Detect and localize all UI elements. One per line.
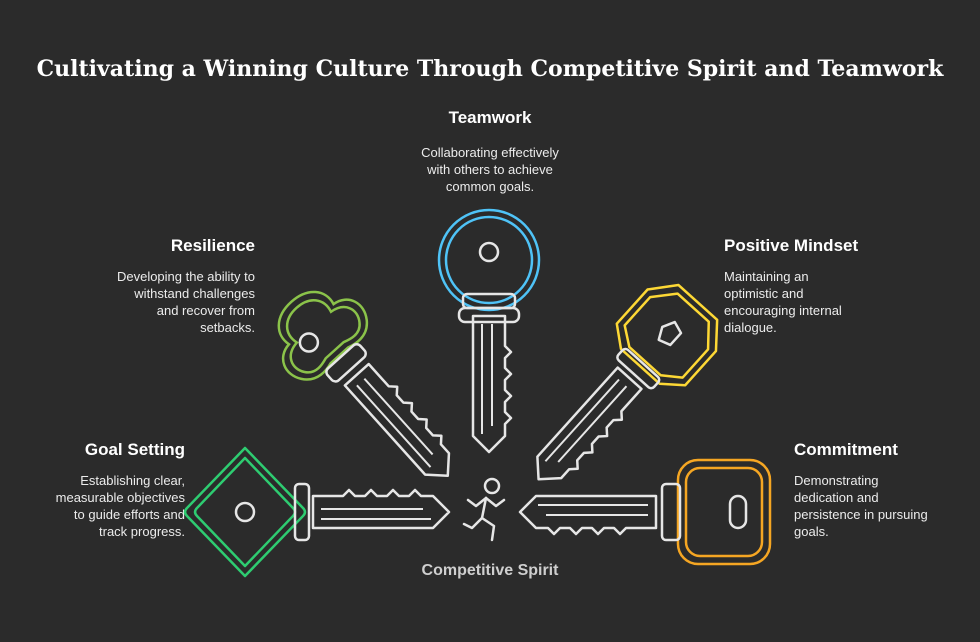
commitment-heading: Commitment: [794, 440, 898, 459]
positive-mindset-heading: Positive Mindset: [724, 236, 859, 255]
goal-setting-description: Establishing clear, measurable objective…: [55, 473, 185, 539]
teamwork-heading: Teamwork: [448, 108, 532, 127]
goal-setting-heading: Goal Setting: [84, 440, 185, 459]
teamwork-description: Collaborating effectively with others to…: [421, 145, 559, 194]
center-label: Competitive Spirit: [421, 562, 559, 579]
resilience-key-icon: [277, 290, 466, 488]
diagram-title: Cultivating a Winning Culture Through Co…: [36, 56, 944, 82]
positive-mindset-description: Maintaining an optimistic and encouragin…: [724, 269, 842, 335]
goal-setting-key-icon: [183, 446, 451, 578]
positive-mindset-key-icon: [525, 283, 719, 496]
commitment-key-icon: [518, 458, 772, 566]
teamwork-key-icon: [437, 208, 541, 454]
commitment-description: Demonstrating dedication and persistence…: [794, 473, 928, 539]
resilience-heading: Resilience: [170, 236, 255, 255]
running-person-icon: [462, 477, 506, 542]
resilience-description: Developing the ability to withstand chal…: [116, 269, 255, 335]
